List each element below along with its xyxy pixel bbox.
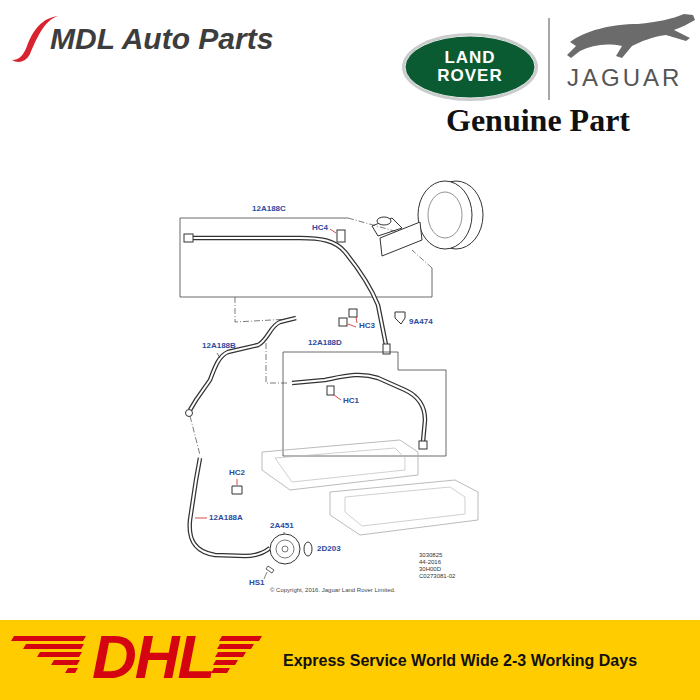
leader-line (330, 229, 336, 233)
check-valve (395, 312, 405, 324)
oval-rim (402, 33, 538, 101)
part-number: HC2 (229, 469, 245, 477)
leader-line (217, 353, 220, 358)
part-number: HS1 (249, 579, 265, 587)
part-number: 9A474 (409, 318, 433, 326)
engine-sump (345, 487, 465, 526)
drawing-code: 44-2016 (419, 559, 441, 565)
jaguar-leaper (567, 14, 695, 58)
logo-stripe (37, 652, 82, 657)
dash-leader (348, 218, 432, 268)
dash-leader (235, 297, 290, 322)
vacuum-hose (192, 238, 386, 345)
hose-fitting (186, 410, 193, 417)
logo-stripe (23, 644, 84, 649)
logo-stripe (219, 636, 262, 641)
logo-stripe (215, 652, 246, 657)
part-number: HC3 (359, 322, 375, 330)
hose-fitting (383, 344, 390, 354)
hose-clip (232, 486, 242, 494)
vacuum-hose (190, 318, 296, 410)
leader-line (334, 395, 341, 400)
vacuum-hose (190, 318, 296, 410)
hose-clip (327, 386, 334, 395)
shipping-band: DHL Express Service World Wide 2-3 Workin… (0, 620, 700, 700)
fluid-reservoir (372, 218, 402, 236)
part-number: 2D203 (317, 545, 341, 553)
vacuum-hose (190, 458, 270, 556)
hose-fitting (419, 441, 427, 449)
engine-sump (275, 448, 405, 482)
vacuum-hose (192, 238, 386, 345)
engine-sump (262, 440, 418, 490)
drawing-code: 3030825 (419, 552, 442, 558)
logo-stripe (213, 660, 238, 665)
carrier-logo: DHL (92, 626, 213, 688)
logo-divider (548, 18, 550, 100)
vacuum-hose (292, 375, 425, 442)
oval-fill (405, 36, 535, 98)
leader-line (348, 324, 356, 327)
vacuum-hose (292, 375, 425, 442)
shipping-claim: Express Service World Wide 2-3 Working D… (283, 652, 637, 670)
vacuum-pump (276, 540, 294, 558)
hose-clip (339, 318, 347, 326)
dash-leader (266, 343, 288, 383)
part-number: 12A188C (252, 205, 286, 213)
brand-name: JAGUAR (567, 66, 682, 90)
heading-text: Genuine Part (446, 104, 630, 136)
engine-sump (330, 480, 478, 535)
leader-line (284, 532, 285, 534)
hose-fitting (184, 234, 193, 242)
vacuum-pump (282, 546, 288, 552)
hose-clip (337, 230, 345, 242)
logo-stripe (11, 636, 86, 641)
part-number: HC4 (312, 224, 328, 232)
dash-leader (190, 416, 200, 455)
part-number: 12A188D (308, 339, 342, 347)
brake-booster (428, 192, 462, 238)
leader-line (195, 518, 207, 519)
brand-oval: LAND ROVER (400, 31, 540, 103)
part-number: 12A188B (202, 342, 236, 350)
hose-clip (349, 309, 357, 317)
copyright-note: © Copyright, 2016. Jaguar Land Rover Lim… (270, 587, 396, 593)
brake-booster (418, 181, 472, 249)
logo-stripe (51, 660, 80, 665)
screw (266, 566, 274, 573)
leader-line (237, 479, 238, 485)
brand-name: LAND ROVER (430, 49, 510, 85)
leader-line (356, 317, 357, 323)
drawing-code: 30H00D (419, 566, 441, 572)
logo-stripe (217, 644, 254, 649)
part-number: 12A188A (209, 514, 243, 522)
o-ring (304, 542, 312, 556)
company-name: MDL Auto Parts (50, 24, 273, 54)
drawing-code: C0273081-02 (419, 573, 455, 579)
part-number: HC1 (343, 397, 359, 405)
logo-stripe (211, 668, 230, 673)
reservoir-cap (377, 217, 391, 225)
leader-line (264, 572, 267, 579)
logo-stripe (65, 668, 78, 673)
group-frame (283, 352, 446, 456)
group-frame (180, 218, 432, 297)
vacuum-hose (190, 458, 270, 556)
vacuum-pump (270, 534, 300, 564)
part-number: 2A451 (270, 522, 294, 530)
